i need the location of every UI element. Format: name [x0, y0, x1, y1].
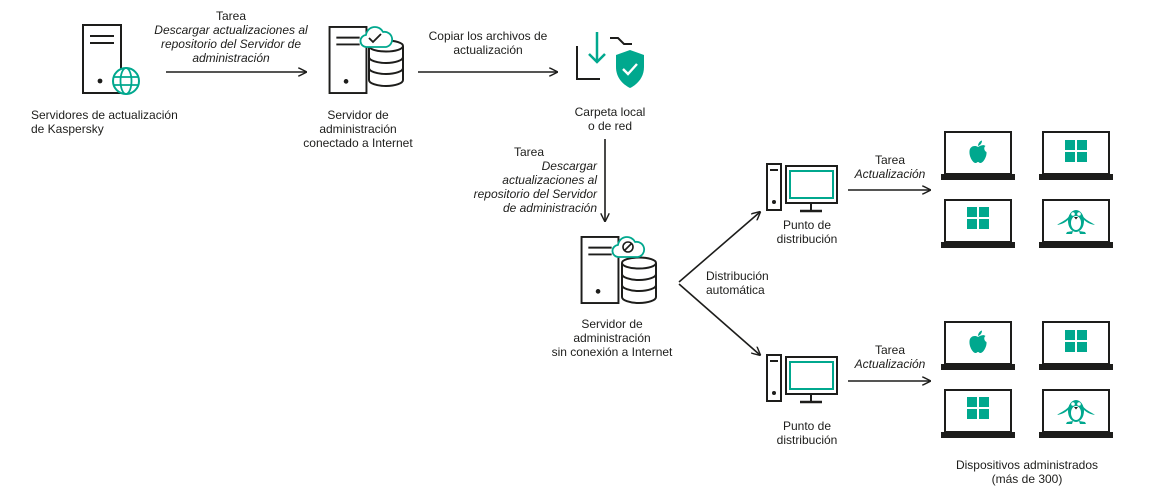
admin-server-online-label: Servidor de administración conectado a I… [303, 108, 413, 150]
linux-laptop-icon [1038, 199, 1114, 249]
windows-laptop-icon [940, 199, 1016, 249]
linux-laptop-icon [1038, 389, 1114, 439]
distribution-point-2-icon [765, 353, 839, 404]
task-update-2-label: Tarea Actualización [854, 343, 926, 371]
windows-laptop-icon [1038, 131, 1114, 181]
admin-server-offline-label: Servidor de administración sin conexión … [551, 317, 673, 359]
apple-laptop-icon [940, 321, 1016, 371]
arrow-admin-offline-to-dp1 [678, 212, 760, 283]
auto-distribution-label: Distribución automática [706, 269, 769, 297]
windows-laptop-icon [940, 389, 1016, 439]
task-download-2-label: Tarea Descargar actualizaciones al repos… [473, 145, 597, 215]
task-download-1-label: Tarea Descargar actualizaciones al repos… [154, 9, 308, 65]
admin-server-offline-icon [580, 235, 658, 305]
task-update-1-label: Tarea Actualización [854, 153, 926, 181]
kaspersky-servers-label: Servidores de actualización de Kaspersky [31, 108, 178, 136]
local-folder-label: Carpeta local o de red [574, 105, 646, 133]
device-group-2 [940, 321, 1114, 439]
kaspersky-servers-icon [82, 24, 140, 95]
distribution-point-2-label: Punto de distribución [776, 419, 838, 447]
arrow-admin-offline-to-dp2 [678, 283, 760, 355]
managed-devices-label: Dispositivos administrados (más de 300) [955, 458, 1099, 486]
windows-laptop-icon [1038, 321, 1114, 371]
admin-server-online-icon [328, 25, 405, 95]
distribution-point-1-icon [765, 162, 839, 213]
device-group-1 [940, 131, 1114, 249]
folder-shield-icon [576, 32, 644, 88]
apple-laptop-icon [940, 131, 1016, 181]
copy-files-label: Copiar los archivos de actualización [428, 29, 548, 57]
distribution-point-1-label: Punto de distribución [776, 218, 838, 246]
